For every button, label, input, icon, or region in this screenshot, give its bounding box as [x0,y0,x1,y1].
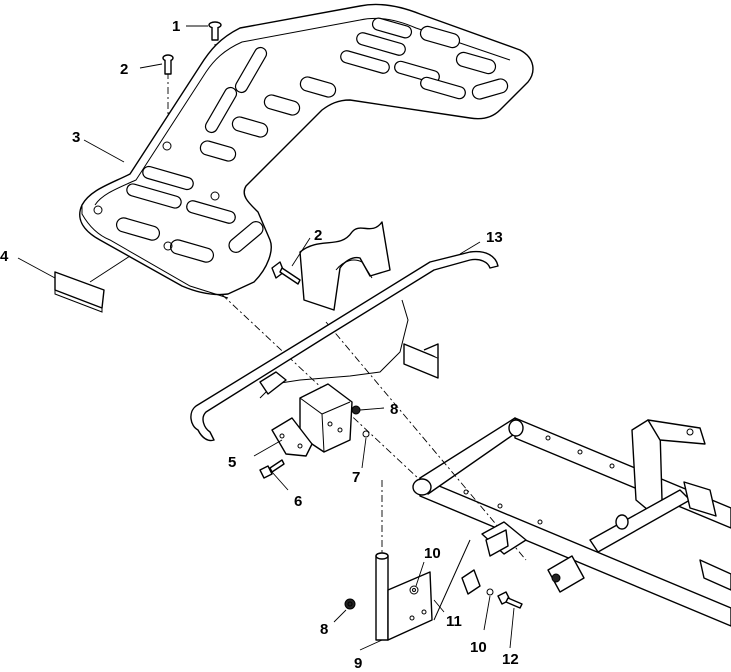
callout-4: 4 [0,248,9,265]
callout-13: 13 [486,229,503,246]
callout-labels: 1 2 2 3 4 5 6 7 8 8 9 10 10 11 12 13 [0,18,519,672]
callout-8-upper: 8 [390,401,398,418]
assembly-centerline [199,273,527,561]
spacer-sleeve [461,569,481,595]
bolt-1 [208,21,222,41]
vehicle-frame [412,417,731,627]
callout-2-upper: 2 [120,61,128,78]
callout-7: 7 [352,469,360,486]
hitch-post-9 [375,552,433,641]
callout-3: 3 [72,129,80,146]
washer-10-lower [486,588,494,596]
washer-10-upper [409,585,419,595]
callout-10-upper: 10 [424,545,441,562]
mount-bracket [299,343,439,453]
nut-8-lower [344,598,356,610]
bolt-6 [259,459,285,479]
rack-support-rail [190,250,499,442]
callout-9: 9 [354,655,362,672]
callout-5: 5 [228,454,236,471]
callout-8-lower: 8 [320,621,328,638]
callout-1: 1 [172,18,180,35]
bolt-12 [497,591,523,609]
callout-11: 11 [446,613,462,630]
callout-2-lower: 2 [314,227,322,244]
fender-section [299,221,391,311]
bracket-plate-5 [271,417,313,457]
callout-6: 6 [294,493,302,510]
leader-lines [17,25,515,651]
nut-8-upper [351,405,361,415]
rear-rack [79,3,534,299]
reflector [54,271,105,313]
frame-bracket-11 [433,521,527,621]
callout-12: 12 [502,651,519,668]
washer-7 [362,430,370,438]
callout-10-lower: 10 [470,639,487,656]
bolt-2-upper [162,54,174,75]
bolt-2-lower [271,261,301,285]
